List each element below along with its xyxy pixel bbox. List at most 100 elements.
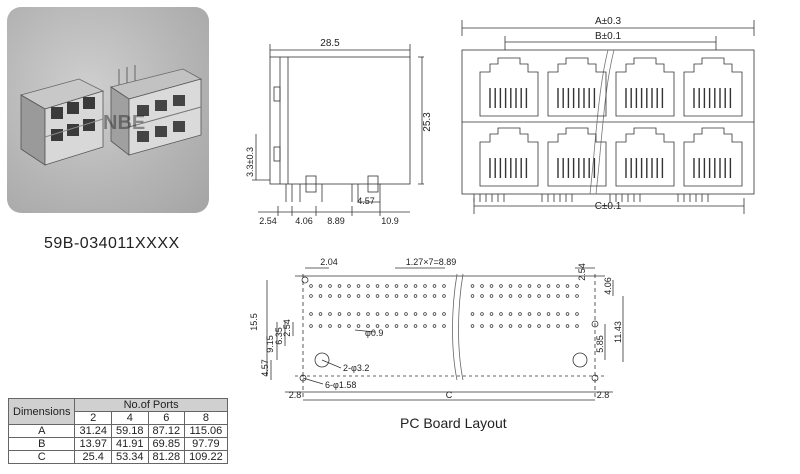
pcb-hole <box>546 284 551 288</box>
pcb-dim-top-left: 2.04 <box>320 257 338 267</box>
rj45-port <box>479 57 539 117</box>
pcb-hole <box>518 284 522 288</box>
pcb-hole <box>527 312 532 316</box>
pcb-hole <box>366 284 370 288</box>
rj45-port <box>683 57 743 117</box>
pcb-hole <box>375 294 380 298</box>
pcb-hole <box>499 324 503 328</box>
table-row: C 25.4 53.34 81.28 109.22 <box>7 450 228 464</box>
pcb-hole <box>470 294 475 298</box>
pcb-hole <box>556 294 560 298</box>
pcb-hole <box>347 324 351 328</box>
pcb-hole <box>356 284 361 288</box>
table-cell: 81.28 <box>147 450 186 464</box>
pcb-hole <box>318 312 323 316</box>
row-label: B <box>7 437 76 451</box>
pcb-hole <box>499 294 503 298</box>
pcb-dim-left-9-15: 9.15 <box>265 335 275 353</box>
pcb-dim-left-4-57: 4.57 <box>260 359 270 377</box>
pcb-hole <box>432 284 437 288</box>
table-cell: 87.12 <box>147 424 186 438</box>
pcb-hole <box>404 294 408 298</box>
pcb-hole <box>470 324 475 328</box>
pcb-hole <box>404 324 408 328</box>
table-cell: 97.79 <box>184 437 228 451</box>
pcb-hole <box>375 312 380 316</box>
pcb-hole <box>423 294 427 298</box>
pcb-hole <box>575 294 579 298</box>
pcb-hole <box>394 324 399 328</box>
pcb-hole <box>413 294 418 298</box>
pcb-hole <box>432 324 437 328</box>
pcb-hole <box>480 324 484 328</box>
rj45-port <box>547 57 607 117</box>
pcb-hole <box>489 284 494 288</box>
pcb-hole <box>347 312 351 316</box>
front-dim-a: A±0.3 <box>595 16 621 27</box>
pcb-hole <box>565 324 570 328</box>
pcb-hole <box>480 284 484 288</box>
pcb-hole <box>556 284 560 288</box>
pcb-hole <box>546 324 551 328</box>
pcb-layout-label: PC Board Layout <box>400 415 507 431</box>
pcb-dim-left-total: 15.5 <box>249 313 259 331</box>
pcb-hole <box>309 324 313 328</box>
pcb-hole <box>337 294 342 298</box>
pcb-hole <box>356 312 361 316</box>
pcb-hole <box>394 294 399 298</box>
table-header-row: Dimensions No.of Ports <box>7 398 228 425</box>
pcb-hole <box>499 312 503 316</box>
port-count-cell: 4 <box>111 411 149 425</box>
front-view-drawing: A±0.3 B±0.1 C±0.1 <box>461 16 755 214</box>
pcb-hole <box>442 324 446 328</box>
pcb-hole <box>413 312 418 316</box>
side-lower-dim: 4.57 <box>357 196 375 206</box>
pcb-hole <box>432 294 437 298</box>
pcb-hole <box>565 284 570 288</box>
side-bottom-dim-1: 2.54 <box>259 216 277 226</box>
table-cell: 69.85 <box>147 437 186 451</box>
pcb-hole <box>508 324 513 328</box>
pcb-hole <box>328 312 332 316</box>
side-bottom-dim-2: 4.06 <box>295 216 313 226</box>
pcb-hole <box>385 324 389 328</box>
rj45-port <box>615 57 675 117</box>
pcb-dim-left-2-54: 2.54 <box>282 319 292 337</box>
pcb-hole <box>366 312 370 316</box>
pcb-hole <box>546 294 551 298</box>
pcb-hole <box>489 324 494 328</box>
pcb-hole <box>470 312 475 316</box>
table-cell: 53.34 <box>111 450 149 464</box>
pcb-hole <box>518 312 522 316</box>
pcb-dim-left-6-35: 6.35 <box>274 327 284 345</box>
pcb-dim-right-5-85: 5.85 <box>595 335 605 353</box>
pcb-hole <box>575 284 579 288</box>
table-cell: 59.18 <box>111 424 149 438</box>
pcb-hole <box>413 324 418 328</box>
pcb-hole-pattern <box>309 284 579 328</box>
pcb-dim-bottom-right: 2.8 <box>597 390 610 400</box>
pcb-hole <box>470 284 475 288</box>
pcb-hole <box>347 284 351 288</box>
pcb-hole <box>375 284 380 288</box>
port-count-cell: 2 <box>74 411 112 425</box>
pcb-layout-drawing: 2.04 1.27×7=8.89 2.54 4.06 15.5 9.15 6.3… <box>249 257 624 401</box>
pcb-hole <box>480 294 484 298</box>
pcb-hole <box>480 312 484 316</box>
pcb-hole <box>423 312 427 316</box>
pcb-hole <box>442 294 446 298</box>
side-width-dim: 28.5 <box>320 38 340 49</box>
pcb-hole <box>328 324 332 328</box>
part-number: 59B-034011XXXX <box>44 235 180 252</box>
pcb-hole <box>508 284 513 288</box>
pcb-hole <box>537 294 541 298</box>
pcb-dim-right-top: 4.06 <box>603 277 613 295</box>
pcb-hole <box>337 312 342 316</box>
table-cell: 41.91 <box>111 437 149 451</box>
pcb-hole <box>366 324 370 328</box>
pcb-hole <box>489 294 494 298</box>
pcb-hole <box>423 284 427 288</box>
pcb-hole <box>527 294 532 298</box>
pcb-hole <box>527 284 532 288</box>
